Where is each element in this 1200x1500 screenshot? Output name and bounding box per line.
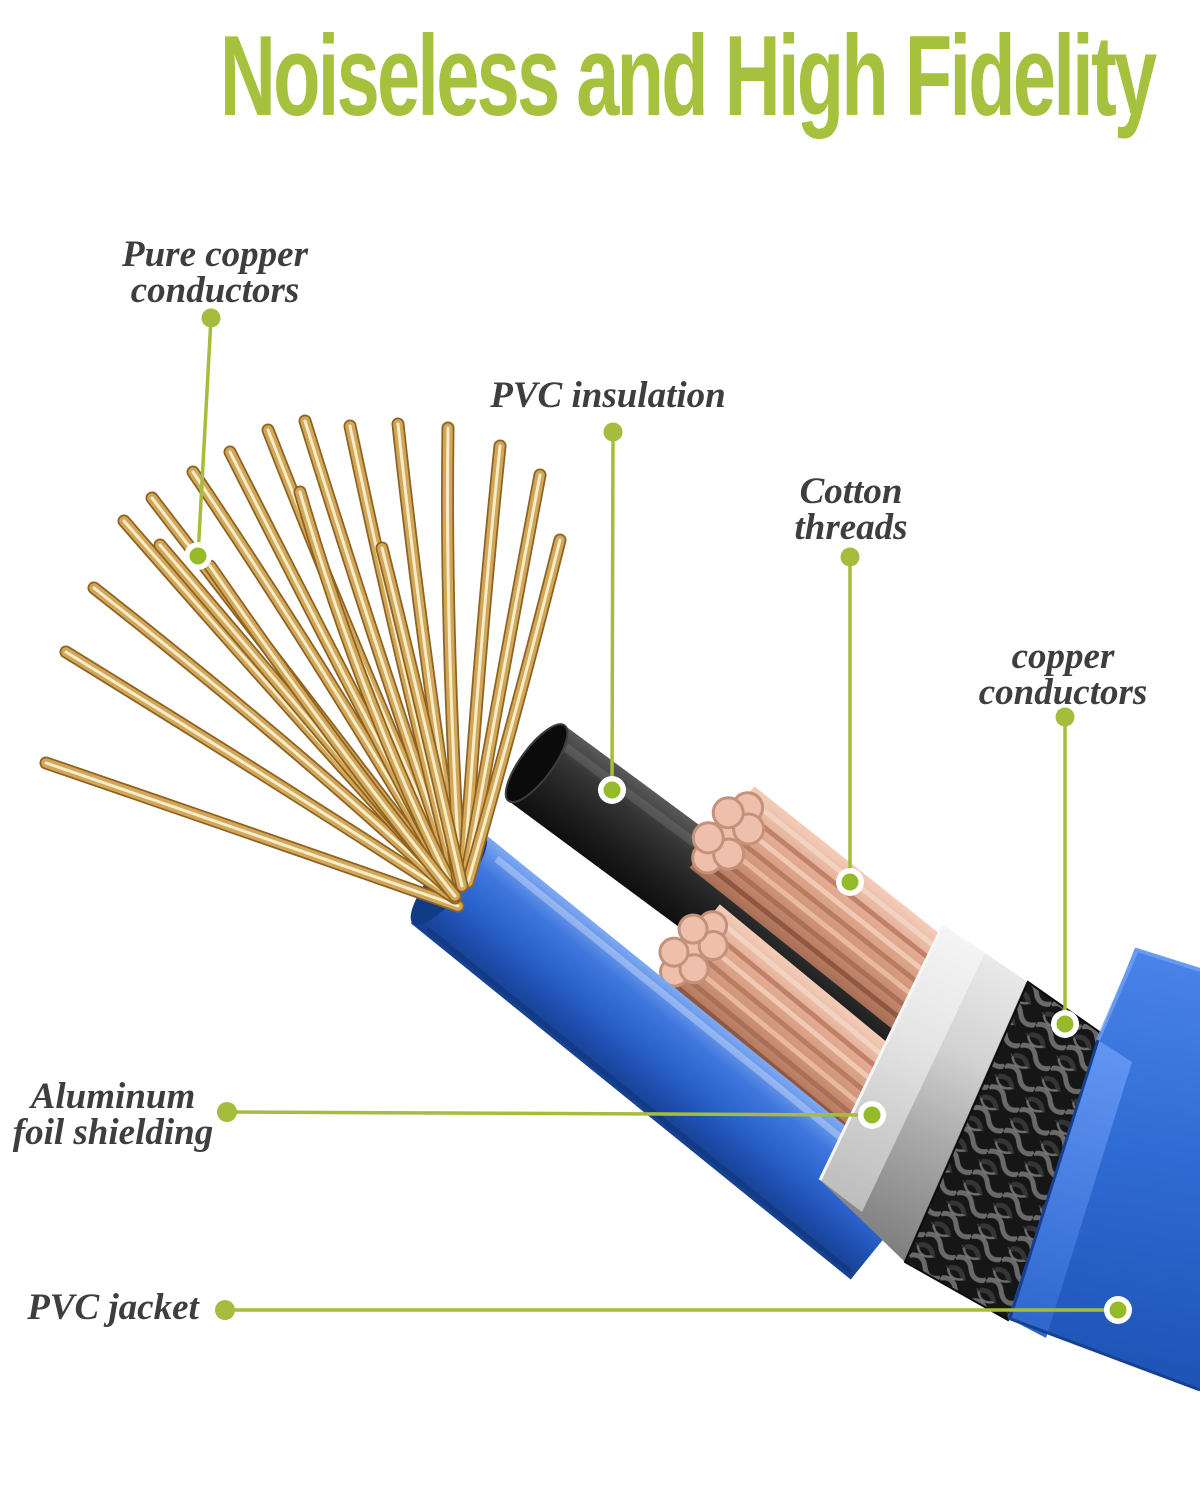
label-line: Aluminum bbox=[30, 1076, 196, 1117]
label-line: conductors bbox=[130, 270, 300, 311]
label-aluminum-foil-shielding: Aluminum foil shielding bbox=[12, 1076, 214, 1153]
label-dot-cotton-threads bbox=[840, 547, 860, 567]
label-line: conductors bbox=[978, 672, 1148, 713]
leader-aluminum-foil-shielding bbox=[226, 1110, 873, 1117]
braided-shield-band bbox=[903, 980, 1110, 1322]
label-dot-pvc-jacket bbox=[215, 1300, 235, 1320]
label-line: Pure copper bbox=[122, 234, 308, 275]
pvc-jacket-bevel bbox=[1008, 1040, 1132, 1338]
callout-label-dots bbox=[201, 308, 1075, 1320]
label-cotton-threads: Cotton threads bbox=[794, 471, 908, 548]
target-dot-pure-copper-conductors bbox=[184, 542, 212, 570]
copper-strand bbox=[39, 414, 567, 913]
callout-target-dots bbox=[184, 542, 1132, 1324]
copper-bundle-lower-cut-end bbox=[658, 910, 729, 988]
target-dot-pvc-jacket bbox=[1104, 1296, 1132, 1324]
label-line: copper bbox=[1011, 636, 1115, 677]
pvc-jacket-body bbox=[1007, 947, 1200, 1392]
callout-leaders bbox=[196, 317, 1118, 1312]
page-title-text: Noiseless and High Fidelity bbox=[219, 13, 1157, 140]
label-dot-copper-conductors bbox=[1055, 707, 1075, 727]
target-dot-copper-conductors bbox=[1051, 1010, 1079, 1038]
label-dot-pvc-insulation bbox=[603, 422, 623, 442]
label-copper-conductors: copper conductors bbox=[978, 636, 1148, 713]
leader-pure-copper-conductors bbox=[196, 317, 213, 557]
label-pvc-jacket: PVC jacket bbox=[27, 1287, 199, 1328]
label-dot-pure-copper-conductors bbox=[201, 308, 221, 328]
target-dot-aluminum-foil-shielding bbox=[858, 1101, 886, 1129]
label-line: PVC insulation bbox=[490, 375, 726, 416]
page-title: Noiseless and High Fidelity bbox=[0, 20, 1200, 134]
label-line: PVC jacket bbox=[27, 1287, 199, 1328]
copper-bundle-upper-cut-end bbox=[691, 791, 766, 875]
label-line: threads bbox=[794, 507, 908, 548]
target-dot-pvc-insulation bbox=[598, 776, 626, 804]
leader-pvc-insulation bbox=[610, 431, 615, 791]
label-pure-copper-conductors: Pure copper conductors bbox=[122, 234, 308, 311]
label-pvc-insulation: PVC insulation bbox=[490, 375, 726, 416]
bare-copper-strand-fan bbox=[39, 414, 567, 913]
target-dot-cotton-threads bbox=[836, 868, 864, 896]
label-line: foil shielding bbox=[12, 1112, 214, 1153]
label-line: Cotton bbox=[799, 471, 903, 512]
label-dot-aluminum-foil-shielding bbox=[217, 1102, 237, 1122]
